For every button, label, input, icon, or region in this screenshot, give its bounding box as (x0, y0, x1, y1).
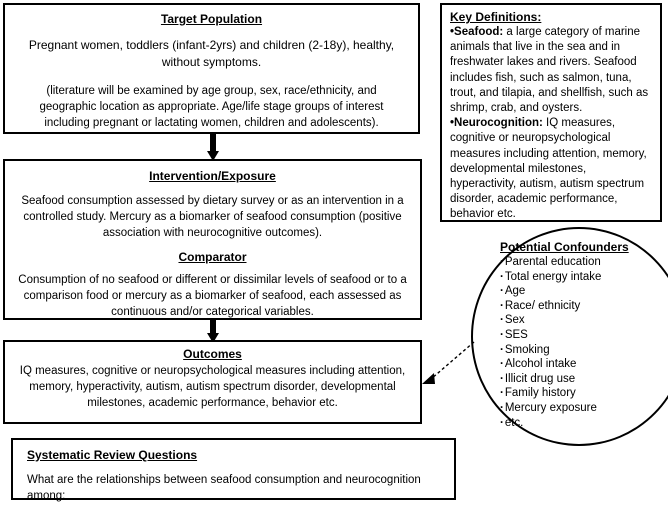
list-item: Age (500, 284, 668, 299)
arrow-intervention-to-outcomes (207, 318, 219, 343)
intervention-text: Seafood consumption assessed by dietary … (21, 195, 404, 239)
target-population-line1: Pregnant women, toddlers (infant-2yrs) a… (28, 38, 395, 69)
questions-text: What are the relationships between seafo… (27, 472, 440, 506)
target-population-heading: Target Population (160, 12, 263, 26)
potential-confounders-circle (471, 227, 668, 446)
systematic-review-questions-box: Systematic Review Questions What are the… (11, 438, 456, 502)
list-item: SES (500, 328, 668, 343)
list-item: Smoking (500, 343, 668, 358)
potential-confounders-content: Potential Confounders Parental education… (500, 240, 668, 430)
arrow-confounders-to-outcomes (422, 341, 475, 384)
seafood-definition: a large category of marine animals that … (450, 26, 649, 115)
neurocognition-definition: IQ measures, cognitive or neuropsycholog… (450, 117, 647, 221)
outcomes-heading: Outcomes (183, 347, 242, 361)
seafood-term: •Seafood: (450, 26, 504, 38)
neurocognition-term: •Neurocognition: (450, 117, 543, 130)
list-item: Mercury exposure (500, 401, 668, 416)
comparator-text: Consumption of no seafood or different o… (18, 274, 407, 318)
target-population-box: Target Population Pregnant women, toddle… (3, 3, 420, 134)
key-definitions-box: Key Definitions: •Seafood: a large categ… (440, 3, 662, 222)
list-item: Alcohol intake (500, 357, 668, 372)
intervention-heading: Intervention/Exposure (149, 169, 276, 183)
list-item: Total energy intake (500, 270, 668, 285)
potential-confounders-list: Parental education Total energy intake A… (500, 255, 668, 430)
arrow-population-to-intervention (207, 132, 219, 161)
potential-confounders-heading: Potential Confounders (500, 240, 629, 254)
target-population-line2: (literature will be examined by age grou… (39, 85, 384, 129)
outcomes-box: Outcomes IQ measures, cognitive or neuro… (3, 340, 422, 424)
key-definition-seafood: •Seafood: a large category of marine ani… (450, 25, 652, 116)
questions-intro: What are the relationships between seafo… (27, 474, 421, 502)
list-item: Parental education (500, 255, 668, 270)
list-item: Family history (500, 386, 668, 401)
list-item: Race/ ethnicity (500, 299, 668, 314)
list-item: Sex (500, 313, 668, 328)
key-definitions-heading: Key Definitions: (450, 10, 542, 24)
outcomes-line1: IQ measures, cognitive or neuropsycholog… (19, 365, 406, 377)
list-item: Illicit drug use (500, 372, 668, 387)
intervention-exposure-box: Intervention/Exposure Seafood consumptio… (3, 159, 422, 320)
outcomes-line2: memory, hyperactivity, autism, autism sp… (29, 381, 396, 409)
comparator-heading: Comparator (178, 250, 247, 264)
key-definition-neurocognition: •Neurocognition: IQ measures, cognitive … (450, 116, 652, 221)
questions-heading: Systematic Review Questions (27, 448, 198, 462)
list-item: etc. (500, 416, 668, 431)
